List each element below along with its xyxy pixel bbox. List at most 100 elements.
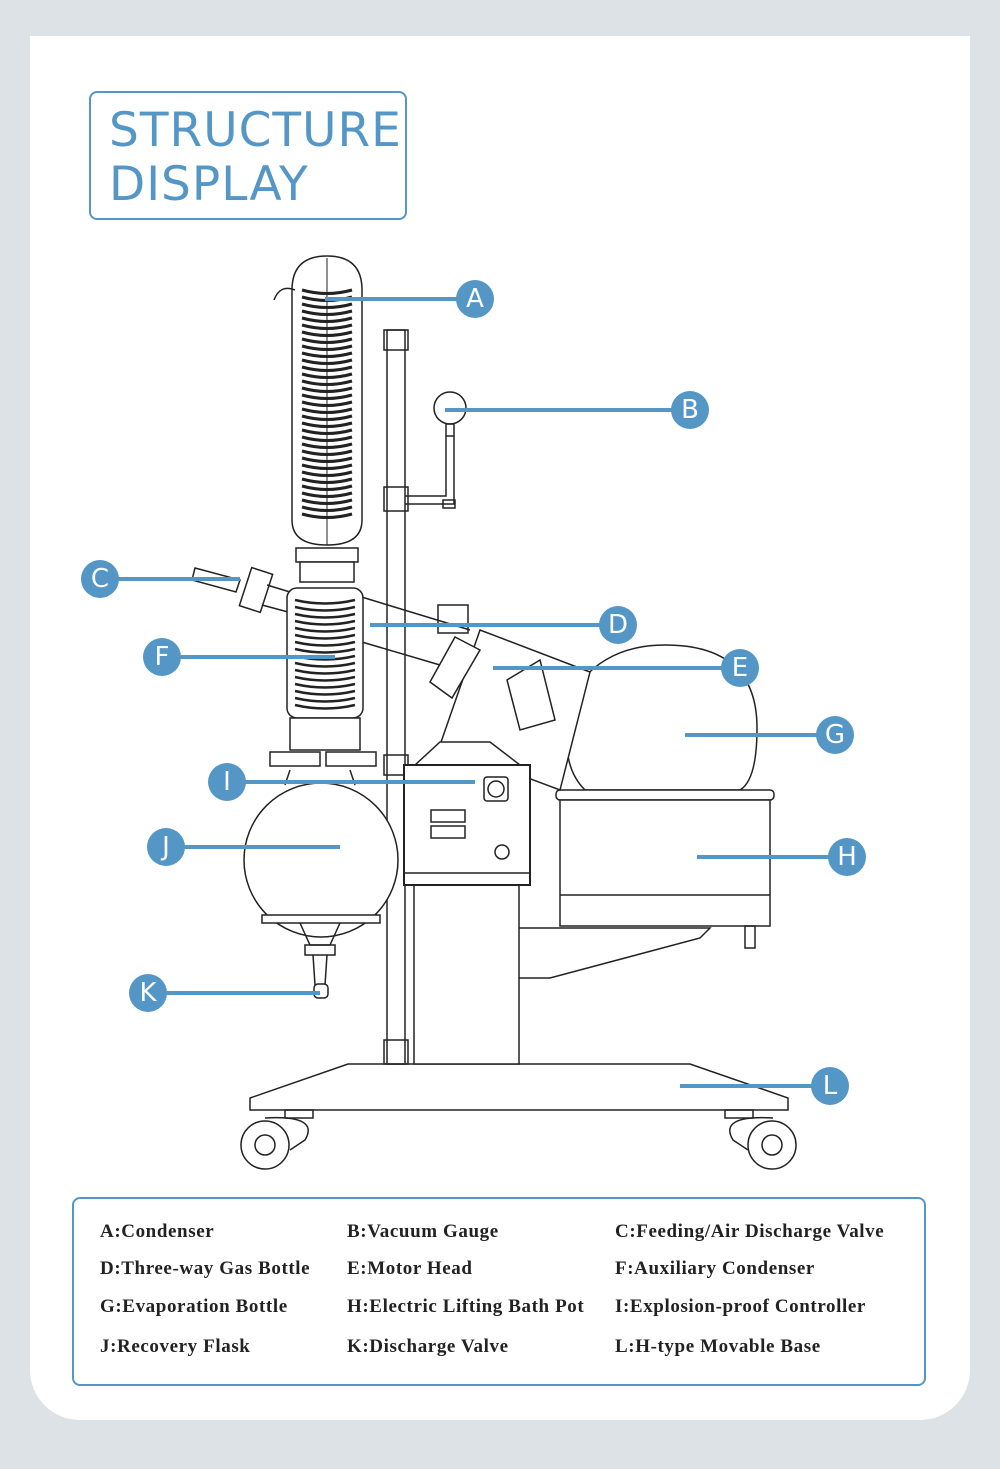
legend-item: F:Auxiliary Condenser [615, 1258, 815, 1279]
callout-e: E [493, 649, 759, 687]
title-line-1: STRUCTURE [109, 103, 402, 158]
coil-turn [301, 309, 353, 316]
coil-turn [294, 605, 356, 612]
coil-turn [301, 477, 353, 484]
coil-turn [301, 470, 353, 477]
coil-turn [301, 463, 353, 470]
callout-letter: F [155, 642, 170, 672]
callout-letter: G [825, 720, 845, 750]
callout-letter: H [837, 842, 857, 872]
coil-turn [294, 647, 356, 654]
coil-turn [301, 302, 353, 309]
callout-c: C [81, 560, 240, 598]
aux-condenser [269, 587, 377, 767]
coil-turn [301, 330, 353, 337]
callout-marker [828, 838, 866, 876]
coil-turn [301, 421, 353, 428]
callout-letter: D [608, 610, 628, 640]
callout-letter: J [160, 832, 170, 862]
coil-turn [294, 675, 356, 682]
explosion-proof-controller [403, 741, 531, 886]
coil-turn [294, 640, 356, 647]
legend-item: H:Electric Lifting Bath Pot [347, 1296, 585, 1317]
coil-turn [301, 428, 353, 435]
coil-turn [301, 323, 353, 330]
bath-arm [519, 927, 712, 979]
coil-turn [301, 372, 353, 379]
coil-turn [301, 393, 353, 400]
callout-marker [816, 716, 854, 754]
coil-turn [301, 456, 353, 463]
coil-turn [301, 414, 353, 421]
legend-item: K:Discharge Valve [347, 1336, 509, 1357]
callout-marker [811, 1067, 849, 1105]
coil-turn [301, 386, 353, 393]
legend-item: D:Three-way Gas Bottle [100, 1258, 311, 1279]
coil-turn [294, 619, 356, 626]
coil-turn [301, 498, 353, 505]
legend-item: J:Recovery Flask [100, 1336, 251, 1357]
lift-column [413, 879, 520, 1065]
coil-turn [294, 696, 356, 703]
coil-turn [301, 484, 353, 491]
callout-i: I [208, 763, 475, 801]
callout-l: L [680, 1067, 849, 1105]
bath-pot [555, 789, 775, 949]
coil-turn [294, 682, 356, 689]
callout-b: B [445, 391, 709, 429]
callout-f: F [143, 638, 335, 676]
main-condenser [273, 255, 363, 583]
coil-turn [301, 400, 353, 407]
callout-marker [721, 649, 759, 687]
callout-letter: C [91, 564, 109, 594]
callout-marker [208, 763, 246, 801]
legend-item: L:H-type Movable Base [615, 1336, 821, 1357]
coil-turn [301, 491, 353, 498]
legend-box: A:Condenser B:Vacuum Gauge C:Feeding/Air D… [72, 1197, 926, 1386]
coil-turn [301, 449, 353, 456]
coil-turn [294, 668, 356, 675]
callout-letter: I [223, 767, 231, 797]
legend-item: C:Feeding/Air Discharge Valve [615, 1221, 885, 1242]
coil-turn [301, 512, 353, 519]
legend-item: G:Evaporation Bottle [100, 1296, 288, 1317]
title-line-2: DISPLAY [109, 157, 309, 212]
callout-h: H [697, 838, 866, 876]
coil-turn [301, 288, 353, 295]
coil-turn [294, 689, 356, 696]
callout-letter: K [139, 978, 157, 1008]
callout-j: J [147, 828, 340, 866]
coil-turn [294, 598, 356, 605]
callout-letter: A [466, 284, 484, 314]
feed-valve [191, 566, 291, 614]
coil-turn [301, 442, 353, 449]
three-way-flange [437, 604, 469, 634]
title-box: STRUCTURE DISPLAY [89, 91, 407, 220]
callout-d: D [370, 606, 637, 644]
coil-turn [301, 344, 353, 351]
callout-letter: L [823, 1071, 838, 1101]
coil-turn [301, 351, 353, 358]
coil-turn [301, 505, 353, 512]
callout-marker [671, 391, 709, 429]
evaporation-bottle [566, 644, 758, 791]
callout-marker [599, 606, 637, 644]
coil-turn [294, 633, 356, 640]
coil-turn [301, 365, 353, 372]
coil-turn [294, 661, 356, 668]
callout-a: A [325, 280, 494, 318]
legend-item: A:Condenser [100, 1221, 215, 1242]
coil-turn [294, 703, 356, 710]
callout-marker [456, 280, 494, 318]
coil-turn [294, 612, 356, 619]
coil-turn [294, 626, 356, 633]
coil-turn [301, 316, 353, 323]
coil-turn [301, 358, 353, 365]
coil-turn [301, 435, 353, 442]
coil-turn [301, 337, 353, 344]
legend-item: B:Vacuum Gauge [347, 1221, 499, 1242]
callout-marker [147, 828, 185, 866]
callout-marker [143, 638, 181, 676]
callout-marker [81, 560, 119, 598]
